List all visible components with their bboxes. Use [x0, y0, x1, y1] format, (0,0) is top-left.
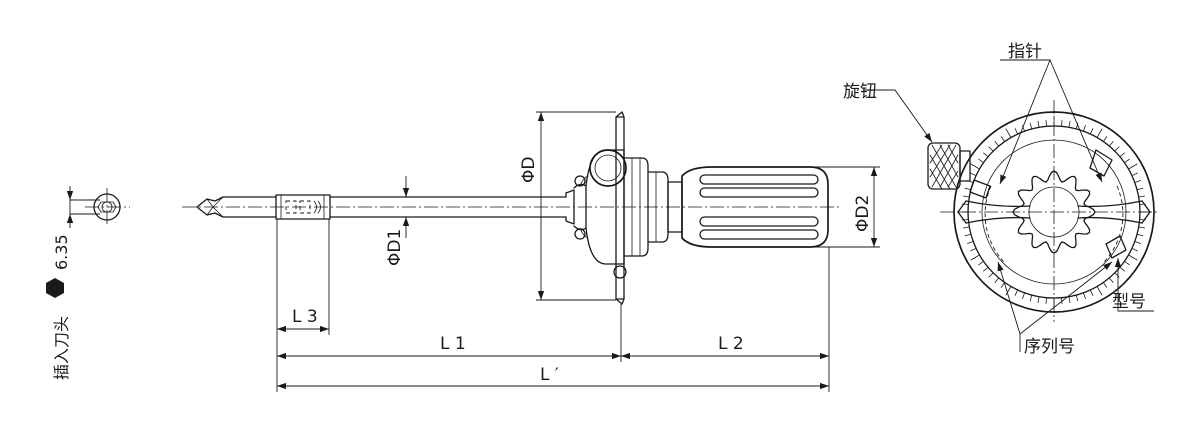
scale-tick	[970, 254, 980, 261]
dim-L-total-label: L ′	[540, 365, 559, 385]
scale-tick	[1089, 128, 1094, 135]
scale-tick	[1108, 141, 1114, 147]
scale-tick	[1037, 296, 1040, 304]
scale-tick	[1102, 136, 1108, 143]
scale-tick	[1045, 120, 1047, 127]
scale-tick	[1061, 297, 1063, 305]
scale-tick	[1138, 226, 1145, 229]
scale-tick	[1045, 297, 1047, 305]
scale-tick	[1134, 180, 1141, 184]
dial-scale-ticks	[957, 115, 1151, 309]
scale-tick	[1014, 289, 1019, 296]
scale-tick	[1096, 128, 1103, 138]
scale-tick	[1136, 187, 1144, 191]
scale-tick	[978, 158, 984, 164]
hex-size-label: 插入刀头 6.35	[46, 234, 71, 380]
scale-tick	[1029, 294, 1033, 302]
dial-front-view	[863, 59, 1160, 352]
scale-tick	[994, 141, 1000, 147]
knob-label: 旋钮	[843, 82, 877, 102]
hexagon-icon	[46, 278, 64, 298]
dim-D1-label: ΦD1	[385, 229, 405, 266]
scale-tick	[1083, 125, 1086, 132]
dimensions: L 3 L 1 L 2 L ′ ΦD ΦD1 ΦD2	[276, 111, 880, 392]
scale-tick	[1068, 121, 1071, 128]
scale-tick	[1022, 292, 1025, 299]
scale-tick	[1124, 158, 1130, 164]
scale-tick	[1102, 281, 1108, 288]
scale-tick	[1114, 146, 1120, 152]
scale-tick	[1037, 121, 1040, 128]
scale-tick	[970, 163, 980, 170]
hex-size-value: 6.35	[52, 234, 71, 270]
spline-bore	[1012, 170, 1096, 254]
scale-tick	[1029, 122, 1033, 130]
dim-D2-label: ΦD2	[853, 195, 873, 232]
screwdriver-side-view	[182, 111, 842, 305]
scale-tick	[1068, 296, 1071, 304]
scale-tick	[1108, 277, 1114, 283]
scale-tick	[1128, 163, 1138, 170]
pointer-label: 指针	[1008, 42, 1042, 62]
scale-tick	[967, 240, 974, 244]
scale-tick	[1083, 292, 1086, 299]
scale-tick	[1089, 289, 1094, 296]
bit-end-view	[66, 186, 130, 228]
scale-tick	[970, 172, 977, 177]
scale-tick	[1131, 172, 1138, 177]
serial-label: 序列号	[1024, 337, 1075, 357]
scale-tick	[963, 226, 970, 229]
scale-tick	[983, 152, 989, 158]
scale-tick	[1119, 266, 1125, 272]
scale-tick	[988, 272, 994, 278]
scale-tick	[963, 195, 970, 198]
scale-tick	[1136, 233, 1144, 237]
scale-tick	[964, 187, 972, 191]
dim-L2-label: L 2	[718, 334, 744, 354]
scale-tick	[1005, 286, 1012, 296]
scale-tick	[1096, 286, 1103, 296]
scale-tick	[1000, 136, 1006, 143]
scale-tick	[1128, 254, 1138, 261]
scale-tick	[1124, 260, 1130, 266]
scale-tick	[983, 266, 989, 272]
scale-tick	[988, 146, 994, 152]
dim-L3-label: L 3	[292, 307, 318, 327]
scale-tick	[978, 260, 984, 266]
scale-tick	[1005, 128, 1012, 138]
scale-tick	[1014, 128, 1019, 135]
scale-tick	[964, 233, 972, 237]
scale-tick	[970, 247, 977, 252]
scale-tick	[1138, 195, 1145, 198]
scale-tick	[1134, 240, 1141, 244]
scale-tick	[1075, 294, 1079, 302]
scale-tick	[1061, 120, 1063, 127]
scale-tick	[1114, 272, 1120, 278]
scale-tick	[1119, 152, 1125, 158]
model-label: 型号	[1112, 292, 1146, 312]
scale-tick	[994, 277, 1000, 283]
dim-D-label: ΦD	[519, 157, 539, 183]
scale-tick	[1131, 247, 1138, 252]
insert-bit-label: 插入刀头	[52, 316, 71, 380]
dim-L1-label: L 1	[440, 334, 466, 354]
